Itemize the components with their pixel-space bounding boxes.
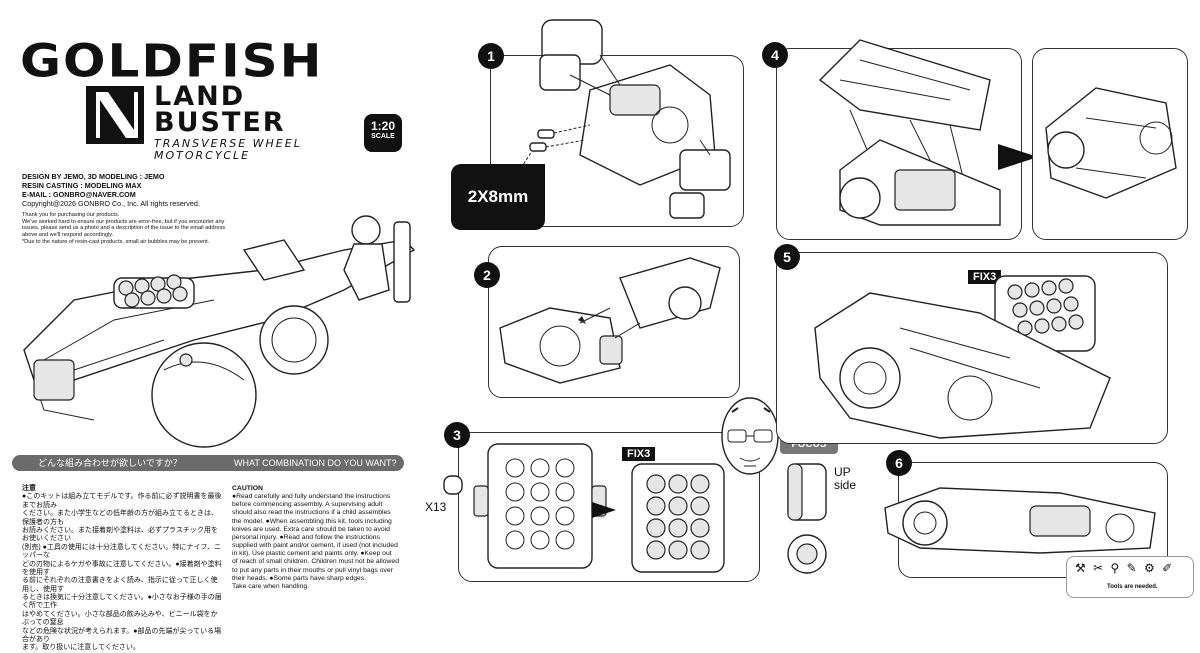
credit-copyright: Copyright@2026 GONBRO Co., Inc. All righ…	[22, 199, 200, 208]
notice-line: We've worked hard to ensure our products…	[22, 218, 225, 225]
brand-mark	[86, 86, 144, 144]
caution-en-line: of reach of small children. Children mus…	[232, 558, 399, 566]
combination-banner: どんな組み合わせが欲しいですか？ WHAT COMBINATION DO YOU…	[12, 455, 404, 471]
model-subtitle-line2: MOTORCYCLE	[154, 148, 251, 162]
caution-jp-line: ます。取り扱いに注意してください。	[22, 644, 140, 652]
caution-en-line: to put any parts in their mouths or pull…	[232, 566, 393, 574]
scale-label: SCALE	[371, 133, 395, 140]
step-2-number: 2	[474, 262, 500, 288]
credit-email: E-MAIL : GONBRO@NAVER.COM	[22, 190, 136, 199]
arrow-right-icon	[998, 144, 1038, 170]
caution-jp-title: 注意	[22, 485, 36, 492]
step-4-number: 4	[762, 42, 788, 68]
caution-en-line: knives are used. Extra care should be ta…	[232, 525, 390, 533]
step-3-block-before	[473, 443, 607, 569]
step-5-illustration	[814, 275, 1111, 439]
mascot-face-icon	[721, 397, 779, 475]
side-label: side	[834, 478, 857, 493]
caution-jp-line: などの危険な状況が考えられます。●部品の先端が尖っている場合があり	[22, 627, 222, 644]
model-title-line1: LAND	[154, 81, 246, 112]
notice-line: Thank you for purchasing our products.	[22, 212, 120, 218]
caution-jp-line: るときは換気に十分注意してください。●小さなお子様の手の届く所で工作	[22, 594, 222, 610]
up-side-label: UP side	[834, 465, 857, 493]
caution-en-title: CAUTION	[232, 485, 263, 492]
caution-jp-line: ください。また小学生などの低年齢の方が組み立てるときは、保護者の方も	[22, 510, 218, 526]
notice-line: issues, please send us a photo and a des…	[22, 225, 226, 232]
caution-en-line: before commencing assembly. A supervisin…	[232, 501, 383, 509]
caution-jp-line: (別売) ●工具の使用には十分注意してください。特にナイフ、ニッパーな	[22, 543, 222, 560]
cylinder-bank	[118, 274, 188, 308]
banner-jp: どんな組み合わせが欲しいですか？	[38, 458, 182, 468]
caution-jp-line: ●このキットは組み立てモデルです。作る前に必ず説明書を最後までお読み	[22, 493, 222, 509]
cap-part-icon	[443, 475, 463, 495]
banner-en: WHAT COMBINATION DO YOU WANT?	[234, 458, 397, 468]
step-3-block-after	[631, 463, 725, 573]
tools-box: ⚒ ✂ ⚲ ✎ ⚙ ✐ Tools are needed.	[1066, 556, 1194, 598]
credit-design: DESIGN BY JEMO, 3D MODELING : JEMO	[22, 172, 165, 181]
step-6-illustration	[884, 487, 1156, 554]
credits: DESIGN BY JEMO, 3D MODELING : JEMO RESIN…	[22, 172, 352, 208]
caution-jp-line: はやめてください。小さな部品の飲み込みや、ビニール袋をかぶっての窒息	[22, 610, 218, 627]
credit-casting: RESIN CASTING : MODELING MAX	[22, 181, 142, 190]
up-label: UP	[834, 465, 851, 479]
brand-mark-glyph	[96, 92, 138, 138]
quantity-label: X13	[425, 500, 447, 514]
tools-note: Tools are needed.	[1107, 584, 1158, 590]
caution-jp: 注意 ●このキットは組み立てモデルです。作る前に必ず説明書を最後までお読み くだ…	[22, 485, 222, 653]
step-3-number: 3	[444, 422, 470, 448]
caution-en-line: the model. ●When assembling this kit, to…	[232, 517, 392, 525]
rider-head	[351, 215, 381, 245]
arrow-right-icon	[592, 502, 616, 518]
focus-part-views	[787, 463, 827, 574]
notice-line: above and we'll respond accordingly.	[22, 232, 114, 239]
step-1-illustration	[510, 19, 731, 219]
step-1-number: 1	[478, 43, 504, 69]
caution-en-line: in kit). Use plastic cement and paints o…	[232, 550, 392, 558]
model-title: LAND BUSTER	[154, 81, 286, 138]
caution-en-line: ●Read carefully and fully understand the…	[232, 493, 391, 501]
model-subtitle: TRANSVERSE WHEEL MOTORCYCLE	[154, 138, 302, 161]
caution-jp-line: る前にそれぞれの注意書きをよく読み、指示に従って正しく使用し、使用す	[22, 577, 218, 593]
caution-en-line: should also read the instructions if a c…	[232, 509, 391, 517]
rider-body	[343, 243, 390, 301]
step-4-result-illustration	[1045, 87, 1177, 199]
caution-jp-line: お読みください。また接着剤や塗料は、必ずプラスチック用をお使いください	[22, 526, 218, 543]
brand-logo: GOLDFISH	[20, 34, 324, 88]
model-title-line2: BUSTER	[154, 106, 286, 138]
rear-wheel	[259, 305, 329, 375]
tool-icons: ⚒ ✂ ⚲ ✎ ⚙ ✐	[1075, 561, 1175, 575]
scale-value: 1:20	[370, 119, 396, 133]
fix-label-step3: FIX3	[622, 447, 656, 461]
caution-jp-line: どの刃物によるケガや事故に注意してください。●接着剤や塗料を使用す	[22, 560, 222, 576]
step-5-number: 5	[774, 244, 800, 270]
caution-en-line: personal injury. ●Read and follow the in…	[232, 533, 380, 541]
notice-line: *Due to the nature of resin-cast product…	[22, 238, 210, 245]
caution-en-line: supplied with paint and/or cement, if us…	[232, 542, 398, 550]
step-2-illustration	[499, 257, 721, 384]
front-wheel	[151, 342, 257, 448]
step-4-illustration	[818, 39, 1001, 226]
caution-en-line: their heads. ●Some parts have sharp edge…	[232, 574, 367, 582]
caution-en: CAUTION ●Read carefully and fully unders…	[232, 485, 422, 591]
caution-en-line: Take care when handling.	[232, 582, 310, 590]
motorcycle-illustration	[23, 215, 416, 448]
fix-label-step5: FIX3	[968, 270, 1002, 284]
scale-badge: 1:20 SCALE	[364, 114, 402, 152]
purchase-notice: Thank you for purchasing our products. W…	[22, 212, 322, 246]
step-6-number: 6	[886, 450, 912, 476]
model-subtitle-line1: TRANSVERSE WHEEL	[154, 137, 302, 150]
pin-size-label: 2X8mm	[451, 164, 545, 230]
